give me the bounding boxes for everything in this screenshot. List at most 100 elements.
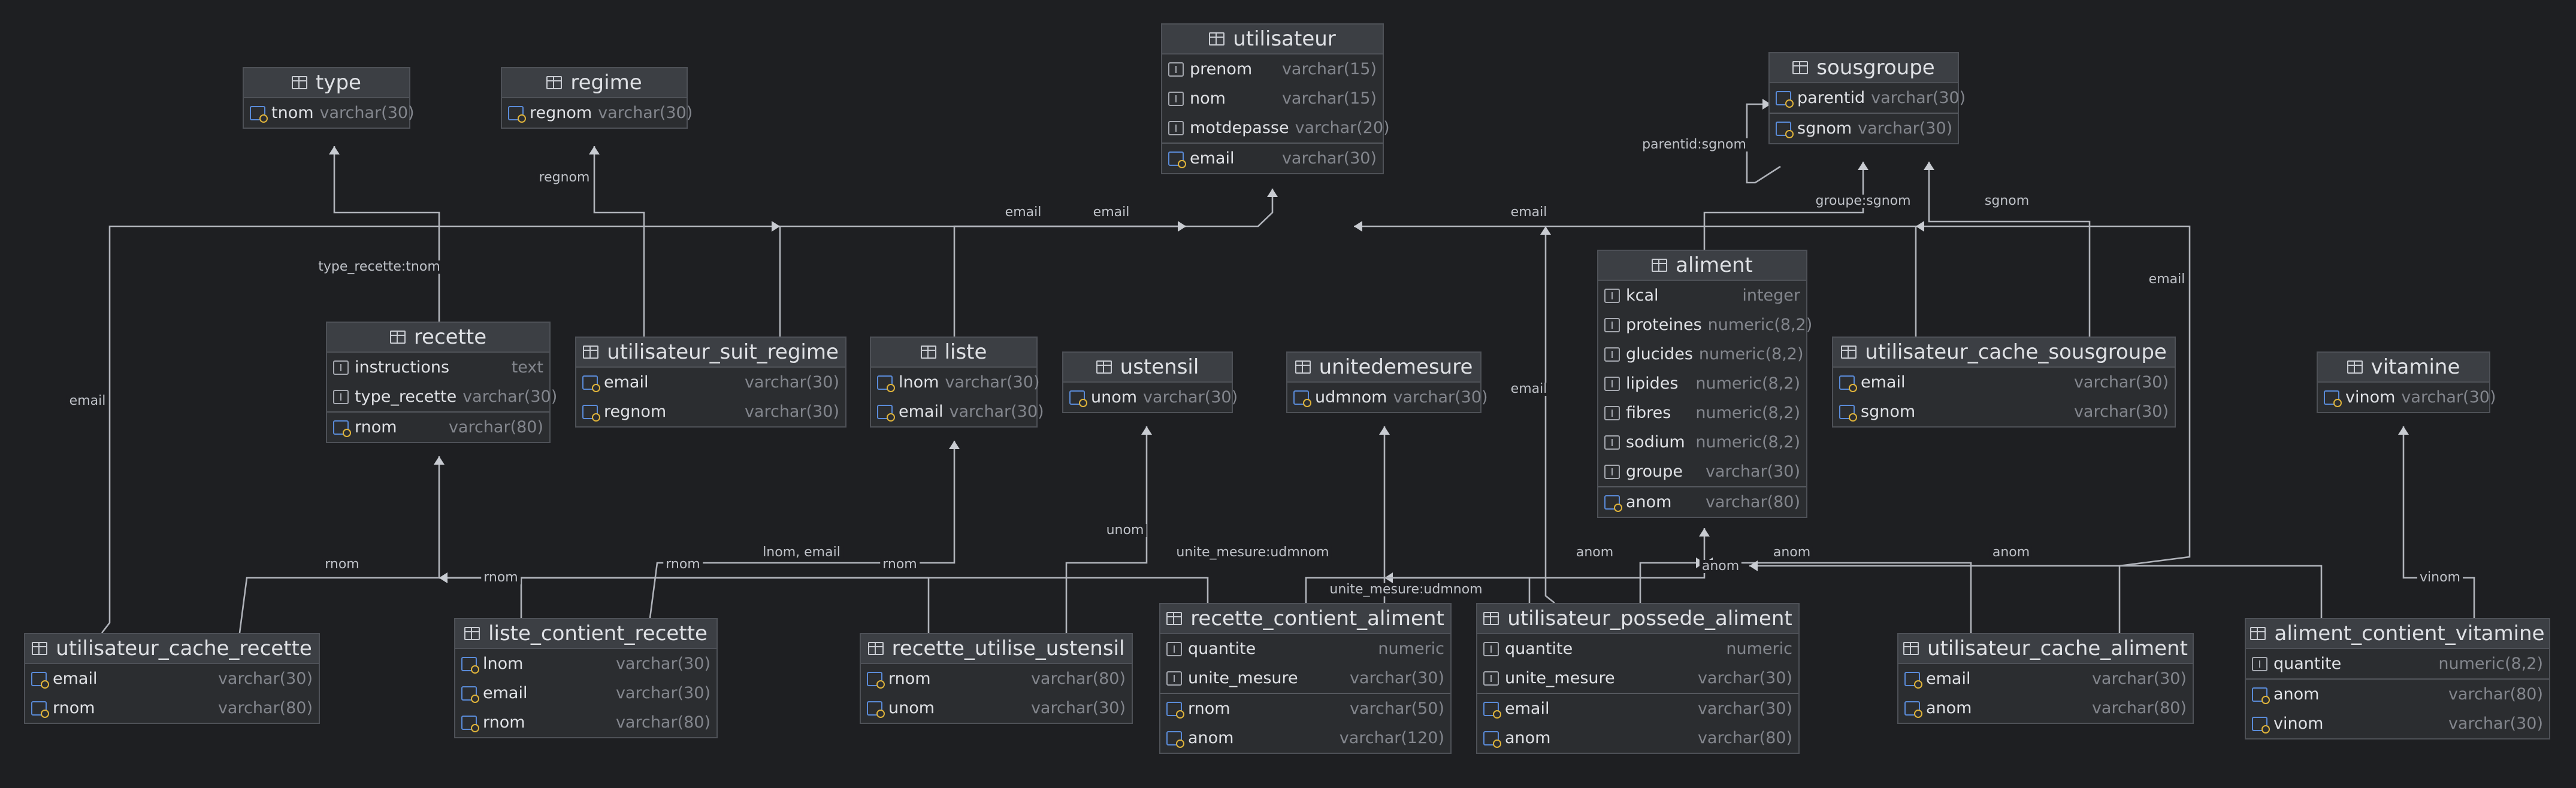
column-icon	[1483, 671, 1499, 686]
relationship-line[interactable]	[1639, 562, 1704, 603]
column-name: sgnom	[1797, 119, 1852, 138]
column-icon	[1168, 120, 1184, 135]
relationship-line[interactable]	[238, 456, 440, 634]
relationship-line[interactable]	[439, 577, 1209, 603]
relationship-line[interactable]	[779, 189, 1274, 337]
relationship-line[interactable]	[1928, 162, 2091, 337]
key-column-icon	[333, 420, 351, 437]
entity-header: type	[244, 68, 409, 98]
relationship-line[interactable]	[333, 146, 440, 322]
column-type: numeric(8,2)	[1698, 345, 1804, 363]
relationship-line[interactable]	[1544, 226, 1555, 604]
column-type: varchar(80)	[217, 699, 313, 717]
relationship-line[interactable]	[1916, 225, 2191, 633]
column-type: varchar(80)	[615, 713, 710, 732]
relationship-line[interactable]	[1749, 565, 2323, 618]
relationship-line[interactable]	[1065, 426, 1148, 633]
relationship-line[interactable]	[1305, 528, 1706, 603]
relationship-line[interactable]	[101, 225, 780, 634]
relationship-line[interactable]	[1746, 103, 1781, 184]
column-name: glucides	[1626, 345, 1693, 363]
relationship-line[interactable]	[1703, 162, 1864, 250]
column-icon	[1166, 641, 1182, 656]
relationship-line[interactable]	[593, 146, 645, 337]
column-type: varchar(30)	[598, 104, 693, 122]
relationship-line[interactable]	[2402, 426, 2475, 618]
entity-header: unitedemesure	[1287, 353, 1480, 383]
column-type: varchar(30)	[949, 402, 1044, 421]
column-row[interactable]: glucides numeric(8,2)	[1598, 340, 1806, 369]
relationship-line[interactable]	[953, 225, 1186, 337]
relationship-line[interactable]	[649, 441, 956, 619]
column-icon	[1168, 62, 1184, 77]
entity-title: utilisateur_cache_aliment	[1927, 637, 2188, 660]
